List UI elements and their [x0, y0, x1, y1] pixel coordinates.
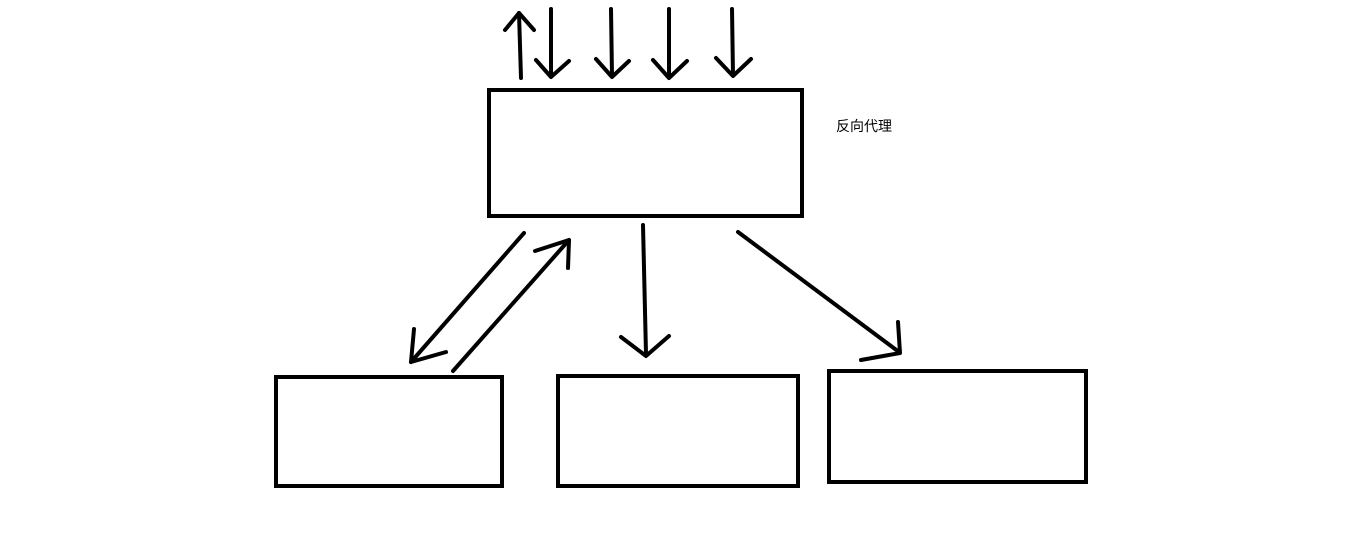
client-request-arrow-2	[594, 7, 631, 79]
server-box-left	[274, 375, 504, 488]
proxy-to-middle-server-arrow	[619, 223, 671, 358]
client-response-arrow	[503, 11, 536, 80]
server-box-middle	[556, 374, 800, 488]
client-request-arrow-3	[651, 7, 689, 80]
reverse-proxy-label: 反向代理	[836, 119, 892, 135]
server-box-right	[827, 369, 1088, 484]
client-request-arrow-4	[714, 7, 753, 78]
proxy-to-left-server-arrow	[409, 231, 526, 364]
proxy-to-right-server-arrow	[736, 230, 902, 362]
proxy-box	[487, 88, 804, 218]
client-request-arrow-1	[534, 7, 571, 79]
left-server-to-proxy-arrow	[451, 238, 571, 373]
